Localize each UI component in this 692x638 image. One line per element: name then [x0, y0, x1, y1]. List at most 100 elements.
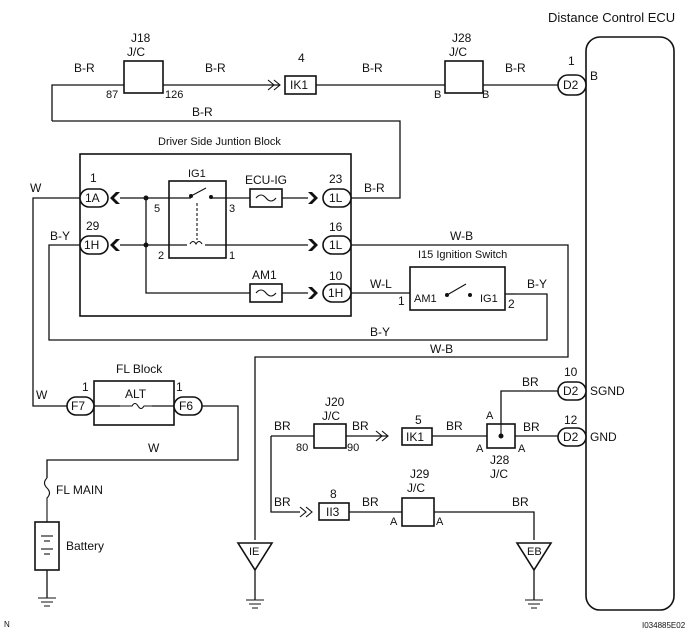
- djb-1l-mid-num: 16: [329, 220, 343, 234]
- ecu-pin-gnd-connector: [557, 427, 587, 447]
- ii3-num: 8: [330, 487, 337, 501]
- wire-label-wb: W-B: [450, 229, 473, 243]
- j29-pin-left: A: [390, 516, 398, 528]
- connector-arrow-icon: [299, 506, 313, 518]
- ground-icon: [246, 599, 264, 609]
- fl-block-title: FL Block: [116, 362, 163, 376]
- fl-right-num: 1: [176, 380, 183, 394]
- driver-side-junction-block: [79, 153, 352, 317]
- relay-pin-5: 5: [154, 203, 160, 215]
- ik1-top-connector: [284, 75, 317, 95]
- ik1-top-label: IK1: [290, 78, 308, 92]
- ecu-pin-gnd-num: 12: [564, 413, 578, 427]
- footer-code: I034885E02: [642, 621, 686, 630]
- j28-bot-pin-left: A: [476, 443, 484, 455]
- wire-label-brn: BR: [274, 419, 291, 433]
- ecu-pin-gnd-conn: D2: [563, 430, 579, 444]
- j28-top-junction-connector: [444, 60, 484, 94]
- j28-top-type: J/C: [449, 45, 467, 59]
- j20-type: J/C: [322, 409, 340, 423]
- ign-pin-right: 2: [508, 297, 515, 311]
- wire-label-br: B-R: [74, 61, 95, 75]
- ik1-top-num: 4: [298, 51, 305, 65]
- ecu-title: Distance Control ECU: [548, 10, 675, 25]
- distance-control-ecu: [585, 36, 675, 611]
- j28-bot-pin-right: A: [518, 443, 526, 455]
- ik1-bot-label: IK1: [406, 430, 424, 444]
- wire-label-brn: BR: [512, 495, 529, 509]
- ground-ie-label: IE: [249, 546, 259, 558]
- ign-am1: AM1: [414, 293, 437, 305]
- ign-pin-left: 1: [398, 294, 405, 308]
- j29-junction-connector: [401, 497, 435, 527]
- j20-junction-connector: [313, 423, 347, 449]
- wire-label-by: B-Y: [50, 229, 70, 243]
- relay-coil-icon: [189, 240, 203, 246]
- j20-name: J20: [325, 395, 345, 409]
- wire-label-by: B-Y: [370, 325, 390, 339]
- relay-pin-1: 1: [229, 250, 235, 262]
- wire-label-brn: BR: [352, 419, 369, 433]
- fl-f6-label: F6: [179, 399, 193, 413]
- wire-label-br: B-R: [362, 61, 383, 75]
- wire-label-brn: BR: [362, 495, 379, 509]
- wire-label-w: W: [30, 181, 42, 195]
- battery: [34, 521, 60, 571]
- connector-arrow-icon: [308, 239, 318, 251]
- fl-main-label: FL MAIN: [56, 483, 103, 497]
- ii3-label: II3: [326, 505, 340, 519]
- connector-arrow-icon: [110, 239, 120, 251]
- relay-switch-contact: [190, 187, 207, 197]
- j20-pin-right: 90: [347, 442, 359, 454]
- battery-label: Battery: [66, 539, 104, 553]
- wire-label-by: B-Y: [527, 277, 547, 291]
- j18-junction-connector: [123, 60, 164, 94]
- ecu-pin-b-num: 1: [568, 54, 575, 68]
- fl-left-num: 1: [82, 380, 89, 394]
- ecu-pin-sgnd-connector: [557, 381, 587, 401]
- ign-ig1: IG1: [480, 293, 498, 305]
- fuse-icon: [255, 194, 277, 202]
- ecu-pin-gnd-name: GND: [590, 430, 617, 444]
- connector-arrow-icon: [375, 430, 389, 442]
- djb-1h-bot-num: 10: [329, 269, 343, 283]
- ecu-pin-sgnd-num: 10: [564, 365, 578, 379]
- connector-arrow-icon: [308, 287, 318, 299]
- ecu-pin-sgnd-conn: D2: [563, 384, 579, 398]
- ground-icon: [38, 597, 56, 607]
- j29-name: J29: [410, 467, 430, 481]
- wire-label-br: B-R: [192, 105, 213, 119]
- djb-1l-top-num: 23: [329, 172, 343, 186]
- ign-switch-title: I15 Ignition Switch: [418, 249, 507, 261]
- fl-f7-label: F7: [71, 399, 85, 413]
- djb-1h-num: 29: [86, 219, 100, 233]
- wire-label-w: W: [148, 441, 160, 455]
- ik1-bot-num: 5: [415, 413, 422, 427]
- wire-label-wl: W-L: [370, 277, 392, 291]
- footer-left: N: [4, 620, 10, 629]
- fusible-link-icon: [43, 477, 51, 522]
- wire-label-br: B-R: [364, 181, 385, 195]
- ground-ie-symbol: [236, 542, 274, 572]
- fuse-icon: [255, 289, 277, 297]
- j18-pin-left: 87: [106, 89, 118, 101]
- ignition-switch: [409, 266, 506, 311]
- wire-label-brn: BR: [522, 375, 539, 389]
- fuse-icon: [120, 402, 152, 410]
- j28-bot-type: J/C: [490, 467, 508, 481]
- fl-alt-label: ALT: [125, 387, 147, 401]
- wire-label-brn: BR: [274, 495, 291, 509]
- djb-1h-bot-conn: 1H: [328, 286, 343, 300]
- ecu-pin-sgnd-name: SGND: [590, 384, 625, 398]
- fl-f7-connector: [66, 396, 95, 416]
- relay-ig1-label: IG1: [188, 168, 206, 180]
- wire-label-wb: W-B: [430, 342, 453, 356]
- j18-type: J/C: [127, 45, 145, 59]
- j29-type: J/C: [407, 481, 425, 495]
- wire-label-brn: BR: [446, 419, 463, 433]
- wire-label-br: B-R: [205, 61, 226, 75]
- ecu-pin-b-connector: [557, 74, 587, 96]
- j18-name: J18: [131, 31, 151, 45]
- j18-pin-right: 126: [165, 89, 183, 101]
